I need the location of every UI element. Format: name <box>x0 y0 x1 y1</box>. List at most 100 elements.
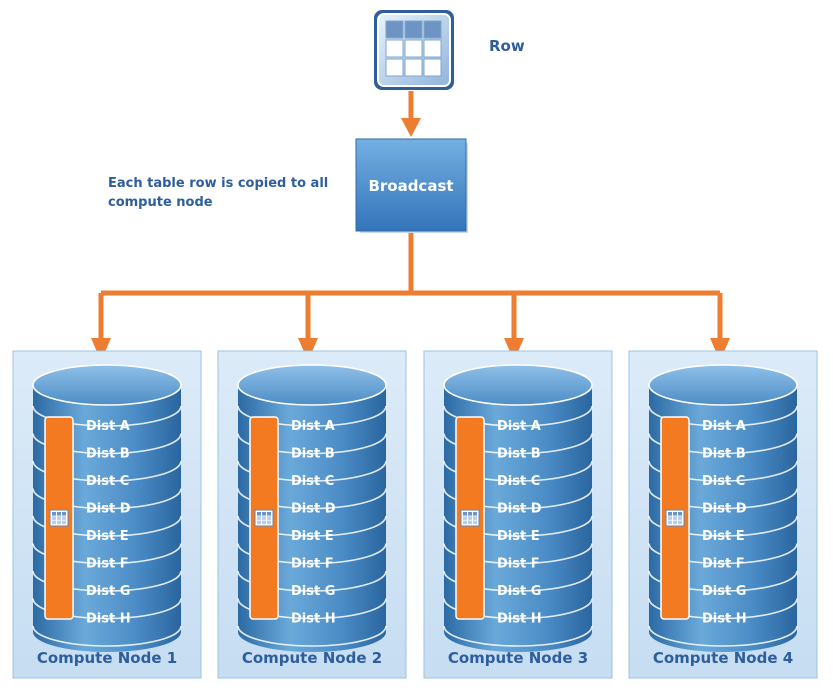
arrow-to-node-1 <box>91 293 111 361</box>
disk-band-separator <box>648 460 798 482</box>
disk-band-separator <box>32 625 182 647</box>
dist-label: Dist H <box>702 612 747 627</box>
node-label: Compute Node 1 <box>37 649 177 667</box>
compute-nodes: Dist A Dist B Dist C Dist D Dist E Dist F Dist… <box>12 350 818 679</box>
disk-band-separator <box>32 460 182 482</box>
dist-label: Dist E <box>497 529 540 544</box>
broadcast-label: Broadcast <box>368 177 453 195</box>
disk-band-separator <box>443 460 593 482</box>
disk-top <box>648 364 798 406</box>
disk-band-separator <box>443 598 593 620</box>
disk-band-separator <box>32 598 182 620</box>
table-mini-icon <box>49 509 69 527</box>
disk-band-separator <box>648 433 798 455</box>
node-label: Compute Node 2 <box>242 649 382 667</box>
dist-label: Dist C <box>497 474 540 489</box>
disk-top <box>32 364 182 406</box>
table-mini-icon <box>254 509 274 527</box>
disk-band-separator <box>32 515 182 537</box>
disk-band-separator <box>32 433 182 455</box>
disk-band-separator <box>32 543 182 565</box>
disk-band-separator <box>443 625 593 647</box>
disk-band-separator <box>237 625 387 647</box>
dist-label: Dist B <box>86 447 130 462</box>
disk-band-separator <box>32 405 182 427</box>
disk-band-separator <box>648 625 798 647</box>
disk-band-separator <box>443 405 593 427</box>
disk-band-separator <box>648 515 798 537</box>
dist-label: Dist A <box>86 419 130 434</box>
dist-label: Dist E <box>86 529 129 544</box>
disk-cylinder: Dist A Dist B Dist C Dist D Dist E Dist F Dist… <box>237 364 387 652</box>
arrow-to-node-4 <box>710 293 730 361</box>
disk-cylinder: Dist A Dist B Dist C Dist D Dist E Dist F Dist… <box>32 364 182 652</box>
dist-label: Dist F <box>497 557 540 572</box>
dist-label: Dist F <box>291 557 334 572</box>
dist-label: Dist B <box>497 447 541 462</box>
dist-label: Dist D <box>86 502 131 517</box>
dist-label: Dist A <box>702 419 746 434</box>
dist-label: Dist F <box>86 557 129 572</box>
broadcast-box <box>355 138 468 233</box>
disk-cylinder: Dist A Dist B Dist C Dist D Dist E Dist F Dist… <box>443 364 593 652</box>
dist-label: Dist G <box>86 584 130 599</box>
caption-line-1: Each table row is copied to all <box>108 176 328 191</box>
dist-label: Dist E <box>291 529 334 544</box>
dist-label: Dist H <box>497 612 542 627</box>
disk-band-separator <box>443 515 593 537</box>
caption: Each table row is copied to all compute … <box>108 176 333 210</box>
disk-band-separator <box>237 543 387 565</box>
dist-label: Dist G <box>291 584 335 599</box>
broadcast-connectors <box>101 233 720 296</box>
table-mini-icon <box>665 509 685 527</box>
node-arrows <box>91 293 730 361</box>
disk-band-separator <box>443 488 593 510</box>
disk-band-separator <box>237 433 387 455</box>
disk-band-separator <box>237 598 387 620</box>
node-label: Compute Node 3 <box>448 649 588 667</box>
disk-band-separator <box>237 405 387 427</box>
dist-label: Dist C <box>86 474 129 489</box>
table-mini-icon <box>460 509 480 527</box>
disk-band-separator <box>648 570 798 592</box>
disk-band-separator <box>443 570 593 592</box>
dist-label: Dist H <box>86 612 131 627</box>
disk-band-separator <box>32 570 182 592</box>
arrow-row-to-broadcast <box>401 91 421 137</box>
dist-label: Dist G <box>497 584 541 599</box>
dist-label: Dist A <box>291 419 335 434</box>
disk-band-separator <box>237 460 387 482</box>
node-label: Compute Node 4 <box>653 649 793 667</box>
dist-label: Dist A <box>497 419 541 434</box>
disk-top <box>237 364 387 406</box>
dist-label: Dist D <box>497 502 542 517</box>
disk-band-separator <box>648 488 798 510</box>
disk-band-separator <box>648 405 798 427</box>
dist-label: Dist B <box>702 447 746 462</box>
disk-band-separator <box>648 598 798 620</box>
dist-label: Dist D <box>702 502 747 517</box>
table-row-icon <box>374 10 454 90</box>
disk-band-separator <box>237 515 387 537</box>
disk-band-separator <box>443 543 593 565</box>
dist-label: Dist D <box>291 502 336 517</box>
disk-band-separator <box>443 433 593 455</box>
disk-band-separator <box>648 543 798 565</box>
compute-node-3: Dist A Dist B Dist C Dist D Dist E Dist F Dist… <box>423 350 613 679</box>
disk-band-separator <box>237 488 387 510</box>
dist-label: Dist E <box>702 529 745 544</box>
arrow-to-node-3 <box>504 293 524 361</box>
dist-label: Dist C <box>702 474 745 489</box>
arrow-to-node-2 <box>298 293 318 361</box>
caption-line-2: compute node <box>108 195 213 210</box>
compute-node-1: Dist A Dist B Dist C Dist D Dist E Dist F Dist… <box>12 350 202 679</box>
dist-label: Dist C <box>291 474 334 489</box>
dist-label: Dist H <box>291 612 336 627</box>
compute-node-2: Dist A Dist B Dist C Dist D Dist E Dist F Dist… <box>217 350 407 679</box>
dist-label: Dist G <box>702 584 746 599</box>
disk-band-separator <box>32 488 182 510</box>
disk-band-separator <box>237 570 387 592</box>
dist-label: Dist B <box>291 447 335 462</box>
